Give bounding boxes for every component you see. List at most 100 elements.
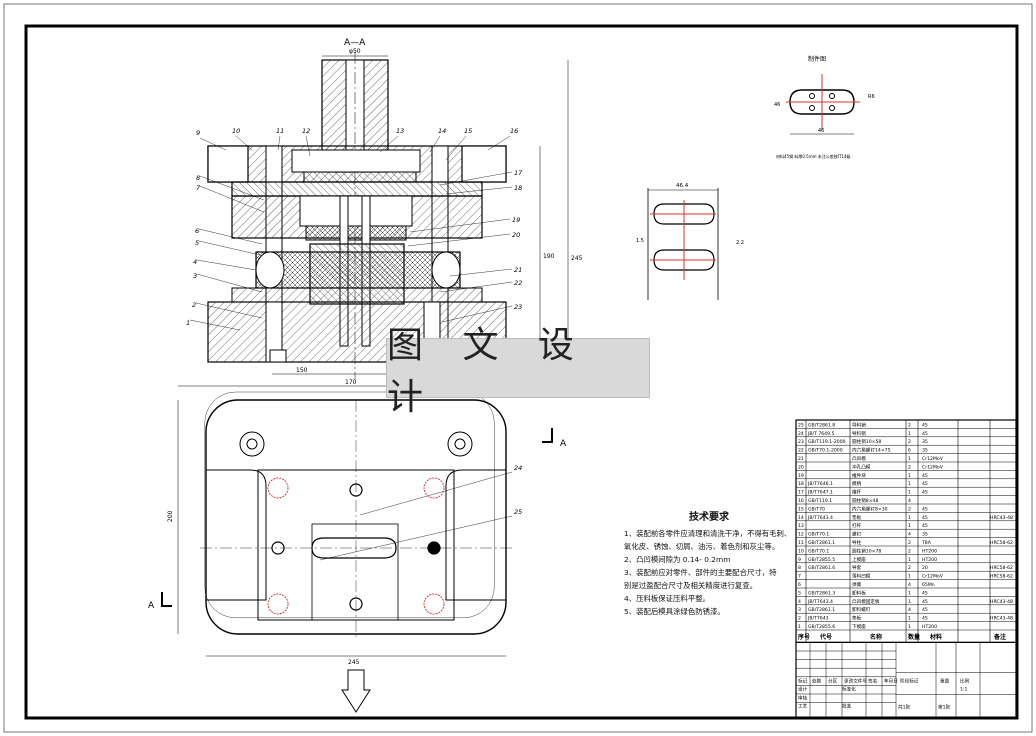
dim-h-total: 245 — [571, 255, 583, 262]
title-block-label: 批准 — [842, 702, 852, 709]
title-block-label: 阶段标记 — [900, 677, 919, 684]
bom-cell: 冲孔凸模 — [852, 463, 871, 470]
title-block-label: 工艺 — [798, 703, 808, 709]
title-block-label: 分区 — [828, 677, 838, 684]
bom-cell: 9 — [798, 557, 801, 563]
bom-cell: HRC58-62 — [990, 574, 1013, 580]
bom-cell: 垫板 — [852, 514, 862, 521]
bom-cell: Cr12MoV — [922, 456, 944, 462]
bom-cell: JB/T7643 — [807, 616, 829, 622]
tech-line: 4、压料板保证压料平整。 — [624, 594, 711, 603]
svg-text:16: 16 — [510, 127, 518, 135]
bom-cell: 1 — [908, 599, 911, 605]
bom-cell: 推杆 — [852, 489, 862, 496]
bom-cell: GB/T2855.5 — [808, 557, 835, 563]
bom-cell: 6 — [798, 582, 801, 588]
bom-cell: 导料销 — [852, 421, 866, 428]
title-block: 标记处数分区更改文件号签名年月日设计标准化阶段标记重量比例审核工艺批准共1张第1… — [795, 641, 1017, 719]
bom-cell: GB/T2861.3 — [808, 590, 835, 596]
bom-cell: 落料凹模 — [852, 573, 871, 580]
bom-cell: 1 — [908, 624, 911, 630]
blank-part: 制件图 46 46 R6 材料45钢 料厚0.5mm 未注公差按IT14级 — [774, 55, 875, 159]
plan-view: 200 245 A A — [148, 391, 567, 713]
bom-cell: 2 — [908, 464, 911, 470]
svg-text:22: 22 — [514, 279, 522, 287]
bom-cell: 内六角螺钉14×75 — [852, 447, 891, 454]
bom-cell: GB/T2855.6 — [808, 624, 835, 630]
bom-cell: 45 — [922, 490, 928, 496]
bom-header-cell: 数量 — [908, 633, 920, 641]
blank-title: 制件图 — [808, 55, 826, 63]
svg-text:18: 18 — [514, 184, 522, 192]
svg-text:3: 3 — [193, 272, 197, 280]
svg-text:10: 10 — [232, 127, 240, 135]
bom-cell: HRC43-48 — [990, 616, 1013, 622]
bom-cell: 2 — [908, 540, 911, 546]
bom-cell: 21 — [798, 456, 804, 462]
svg-text:24: 24 — [514, 464, 522, 472]
bom-cell: 1 — [908, 431, 911, 437]
svg-text:19: 19 — [512, 216, 520, 224]
bom-cell: 15 — [798, 506, 804, 512]
bom-cell: 1 — [908, 456, 911, 462]
svg-text:1: 1 — [186, 319, 190, 327]
bom-cell: 45 — [922, 431, 928, 437]
bom-cell: 1 — [908, 515, 911, 521]
bom-cell: GB/T2861.6 — [808, 565, 835, 571]
bom-cell: 65Mn — [922, 582, 935, 588]
dim-blank-radius: R6 — [868, 94, 875, 100]
tech-line: 2、凸凹模间隙为 0.14- 0.2mm — [624, 555, 731, 564]
dim-w-plate: 170 — [345, 379, 357, 386]
dim-blank-height: 46 — [774, 102, 780, 108]
bom-cell: 2 — [908, 439, 911, 445]
svg-text:12: 12 — [302, 127, 310, 135]
bom-cell: 上模座 — [852, 556, 866, 563]
dim-d-top: φ50 — [349, 48, 361, 55]
svg-text:2: 2 — [192, 301, 196, 309]
bom-cell: 圆柱销10×78 — [852, 547, 881, 554]
bom-cell: 螺钉 — [852, 531, 862, 538]
dim-strip-h: 2.2 — [736, 240, 744, 246]
bom-cell: 19 — [798, 473, 804, 479]
bom-cell: 2 — [908, 548, 911, 554]
part-callouts: 1 2 3 4 5 6 7 8 9 10 11 12 13 14 15 16 1… — [186, 127, 523, 561]
bom-cell: HRC43-48 — [990, 599, 1013, 605]
bom-cell: 18 — [798, 481, 804, 487]
bom-cell: HT200 — [922, 624, 937, 630]
bom-cell: 1 — [908, 490, 911, 496]
dim-h-plate: 200 — [167, 510, 174, 522]
bom-cell: Cr12MoV — [922, 574, 944, 580]
bom-cell: 1 — [798, 624, 801, 630]
technical-requirements: 技术要求 1、装配前各零件应清理和清洗干净，不得有毛刺、 氧化皮、锈蚀、切屑、油… — [624, 508, 794, 618]
view-arrow-label-left: A — [148, 601, 155, 611]
bom-cell: HRC58-62 — [990, 565, 1013, 571]
dim-h-inner: 190 — [543, 253, 555, 260]
title-block-label: 第1张 — [938, 703, 951, 710]
tech-line: 1、装配前各零件应清理和清洗干净，不得有毛刺、 — [624, 529, 792, 538]
bom-cell: 1 — [908, 473, 911, 479]
bom-cell: 垫板 — [852, 615, 862, 622]
svg-text:21: 21 — [514, 266, 522, 274]
svg-text:17: 17 — [514, 169, 523, 177]
dim-w-base: 150 — [296, 367, 308, 374]
tech-line: 3、装配前应对零件、部件的主要配合尺寸，特 — [624, 568, 777, 577]
bom-cell: 2 — [908, 565, 911, 571]
bom-cell: 24 — [798, 431, 804, 437]
bom-cell: 45 — [922, 506, 928, 512]
dim-strip-w: 46.4 — [676, 183, 689, 189]
bom-cell: 2 — [908, 422, 911, 428]
bom-cell: GB/T70.1 — [808, 532, 829, 538]
bom-cell: GB/T2861.1 — [808, 607, 835, 613]
bom-cell: 2 — [798, 616, 801, 622]
svg-text:8: 8 — [196, 174, 200, 182]
dim-strip-gap: 1.5 — [636, 238, 644, 244]
bom-header-cell: 材料 — [929, 633, 942, 641]
title-block-label: 比例 — [960, 677, 970, 684]
bom-cell: 20 — [922, 565, 928, 571]
tech-line: 5、装配后模具涂绿色防锈漆。 — [624, 607, 725, 616]
tech-heading: 技术要求 — [689, 512, 729, 523]
bom-cell: JB/T7646.1 — [807, 481, 833, 487]
bom-cell: JB/T7643.4 — [807, 599, 833, 605]
bom-cell: 12 — [798, 532, 804, 538]
